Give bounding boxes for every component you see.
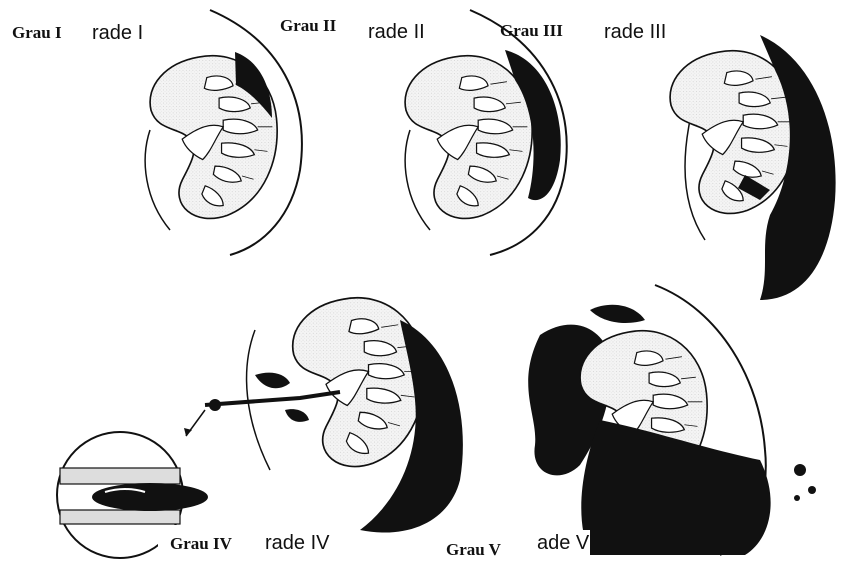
label-grade-3: rade III [604,22,666,42]
kidney-grade-4 [205,298,463,533]
label-grau-3: Grau III [500,22,563,39]
label-grau-1: Grau I [12,24,62,41]
kidney-grade-5 [528,285,816,555]
kidney-grade-1 [145,10,302,255]
label-grade-2: rade II [368,22,425,42]
label-grade-4: rade IV [265,533,329,553]
kidney-grade-3 [670,35,836,300]
label-grau-4: Grau IV [170,535,232,552]
label-grade-1: rade I [92,23,143,43]
label-grade-5: ade V [537,533,589,553]
kidney-grade-2 [405,10,567,255]
label-grau-5: Grau V [446,541,501,558]
label-grau-2: Grau II [280,17,336,34]
